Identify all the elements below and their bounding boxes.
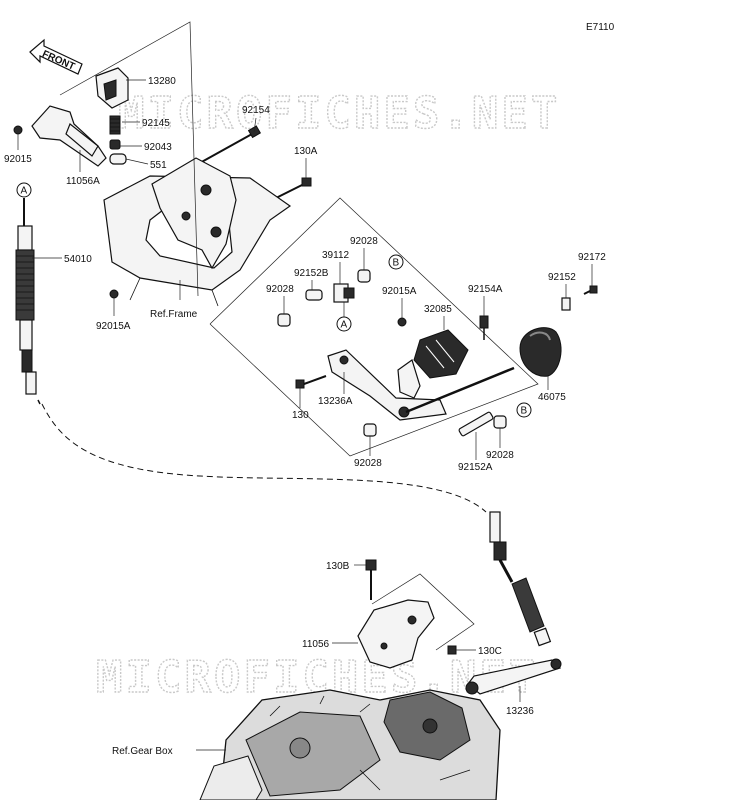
label-92145: 92145 bbox=[142, 118, 170, 129]
bolt-130C bbox=[447, 645, 457, 655]
label-92028-left: 92028 bbox=[266, 284, 294, 295]
frame-section bbox=[103, 157, 292, 307]
label-13236A: 13236A bbox=[318, 396, 353, 407]
bracket-13280 bbox=[95, 67, 129, 109]
nut-92015A-left bbox=[109, 289, 119, 299]
shift-knob-46075 bbox=[519, 327, 562, 377]
label-92028-top: 92028 bbox=[350, 236, 378, 247]
label-11056: 11056 bbox=[302, 639, 330, 650]
svg-text:B: B bbox=[393, 258, 400, 269]
label-13236: 13236 bbox=[506, 706, 534, 717]
label-92152A: 92152A bbox=[458, 462, 493, 473]
label-92154A: 92154A bbox=[468, 284, 503, 295]
label-92152: 92152 bbox=[548, 272, 576, 283]
leader-lines bbox=[17, 79, 593, 751]
gearbox-section bbox=[199, 689, 501, 801]
svg-text:B: B bbox=[521, 406, 528, 417]
label-92015A-left: 92015A bbox=[96, 321, 131, 332]
label-39112: 39112 bbox=[322, 250, 350, 261]
collar-92028-left bbox=[277, 313, 291, 327]
label-54010: 54010 bbox=[64, 254, 92, 265]
label-32085: 32085 bbox=[424, 304, 452, 315]
collar-92028-bottom bbox=[363, 423, 377, 437]
label-92152B: 92152B bbox=[294, 268, 329, 279]
pin-92152A bbox=[458, 411, 494, 437]
diagram-code: E7110 bbox=[586, 22, 615, 33]
spring-92145 bbox=[109, 115, 121, 135]
label-11056A: 11056A bbox=[66, 176, 100, 187]
watermark-top: MICROFICHES.NET bbox=[118, 88, 560, 139]
cable-end-lower bbox=[489, 511, 552, 647]
lever-13236 bbox=[465, 658, 562, 695]
label-92043: 92043 bbox=[144, 142, 172, 153]
marker-a-top: A bbox=[16, 182, 32, 198]
label-92154: 92154 bbox=[242, 105, 270, 116]
shift-lever-13236A bbox=[327, 349, 447, 421]
bolt-130 bbox=[295, 375, 327, 389]
bolt-92154A bbox=[479, 315, 489, 340]
label-130A: 130A bbox=[294, 146, 318, 157]
front-arrow-icon: FRONT bbox=[29, 38, 83, 75]
label-92028-bottom: 92028 bbox=[354, 458, 382, 469]
shift-rod bbox=[405, 366, 515, 414]
marker-b-top: B bbox=[388, 254, 404, 270]
bolt-92154 bbox=[197, 125, 262, 165]
label-ref-gearbox: Ref.Gear Box bbox=[112, 746, 173, 757]
bolt-130A bbox=[271, 177, 312, 201]
damper-32085 bbox=[413, 329, 469, 379]
bolt-92015 bbox=[13, 125, 23, 135]
label-130: 130 bbox=[292, 410, 309, 421]
label-551: 551 bbox=[150, 160, 167, 171]
bracket-center bbox=[397, 359, 421, 399]
collar-92152 bbox=[561, 297, 571, 311]
label-130B: 130B bbox=[326, 561, 350, 572]
marker-b-right: B bbox=[516, 402, 532, 418]
label-92028-right: 92028 bbox=[486, 450, 514, 461]
collar-92028-top bbox=[357, 269, 371, 283]
collar-92028-right bbox=[493, 415, 507, 429]
label-ref-frame: Ref.Frame bbox=[150, 309, 198, 320]
svg-text:A: A bbox=[21, 186, 28, 197]
cable-route-dashed bbox=[41, 403, 487, 513]
bolt-130B bbox=[365, 559, 377, 600]
nut-92043 bbox=[109, 139, 121, 150]
label-46075: 46075 bbox=[538, 392, 566, 403]
label-13280: 13280 bbox=[148, 76, 176, 87]
marker-a-mid: A bbox=[336, 302, 352, 332]
label-92015A-mid: 92015A bbox=[382, 286, 417, 297]
collar-92152B bbox=[305, 289, 323, 301]
label-92172: 92172 bbox=[578, 252, 606, 263]
joint-39112 bbox=[333, 283, 355, 303]
pin-551 bbox=[109, 153, 127, 165]
callout-labels: 13280 92154 92145 92043 551 92015 11056A… bbox=[4, 76, 606, 757]
label-92015: 92015 bbox=[4, 154, 32, 165]
label-130C: 130C bbox=[478, 646, 502, 657]
bracket-11056A bbox=[31, 105, 107, 167]
cable-54010 bbox=[15, 198, 41, 405]
svg-text:A: A bbox=[341, 320, 348, 331]
nut-92015A-mid bbox=[397, 317, 407, 327]
screw-92172 bbox=[583, 285, 598, 295]
bracket-11056 bbox=[357, 599, 435, 669]
